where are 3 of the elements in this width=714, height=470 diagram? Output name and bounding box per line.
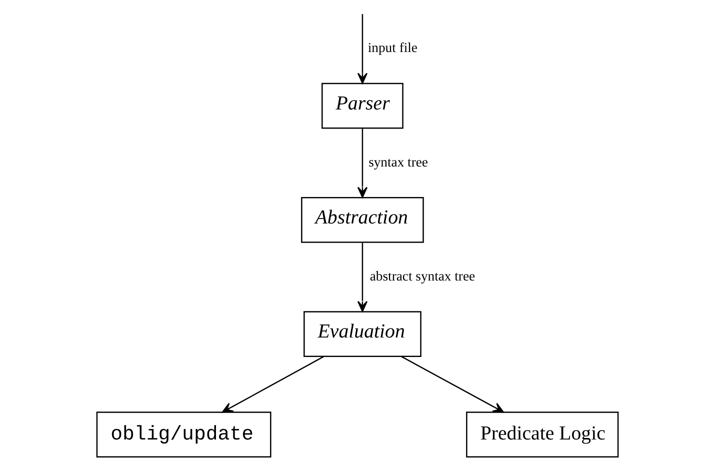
edge-label: syntax tree	[368, 154, 428, 170]
edge-label: abstract syntax tree	[369, 268, 475, 284]
edge-label: input file	[367, 40, 417, 56]
